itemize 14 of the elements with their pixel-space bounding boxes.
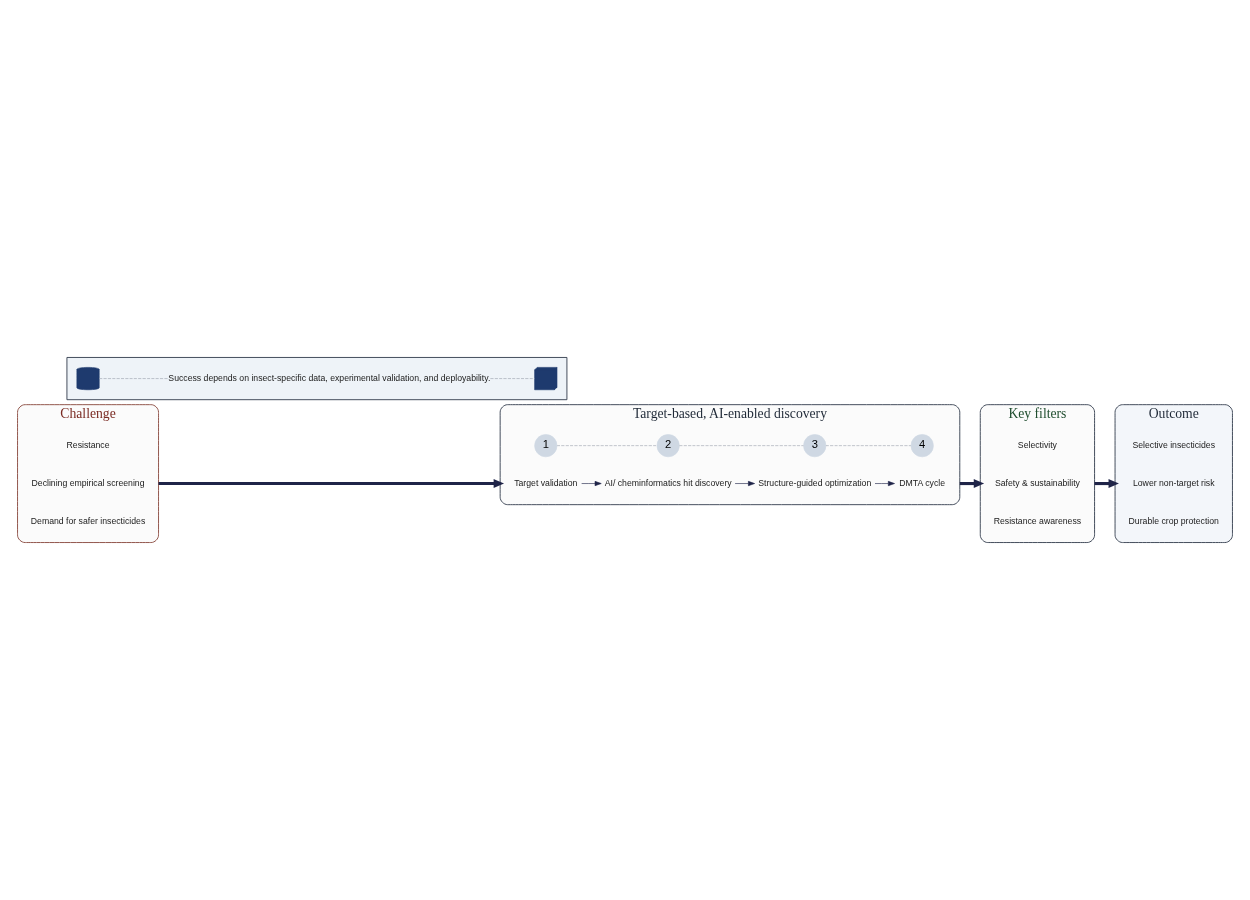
- node-text: Demand for safer insecticides: [30, 515, 146, 526]
- node-text: Resistance awareness: [993, 515, 1082, 526]
- node-text: Durable crop protection: [1128, 515, 1219, 526]
- node-text: Selective insecticides: [1132, 439, 1216, 450]
- node-text: Target validation: [514, 477, 578, 488]
- node-text: AI/ cheminformatics hit discovery: [604, 477, 732, 488]
- node-text: Structure-guided optimization: [758, 477, 872, 488]
- node-text: Declining empirical screening: [31, 477, 145, 488]
- node-text: Resistance: [66, 439, 110, 450]
- node-text: DMTA cycle: [899, 477, 946, 488]
- node-text: Selectivity: [1017, 439, 1057, 450]
- node-text: Safety & sustainability: [994, 477, 1080, 488]
- node-text: Lower non-target risk: [1132, 477, 1215, 488]
- node-text: Success depends on insect-specific data, experimental validation, and deployability.: [168, 372, 491, 383]
